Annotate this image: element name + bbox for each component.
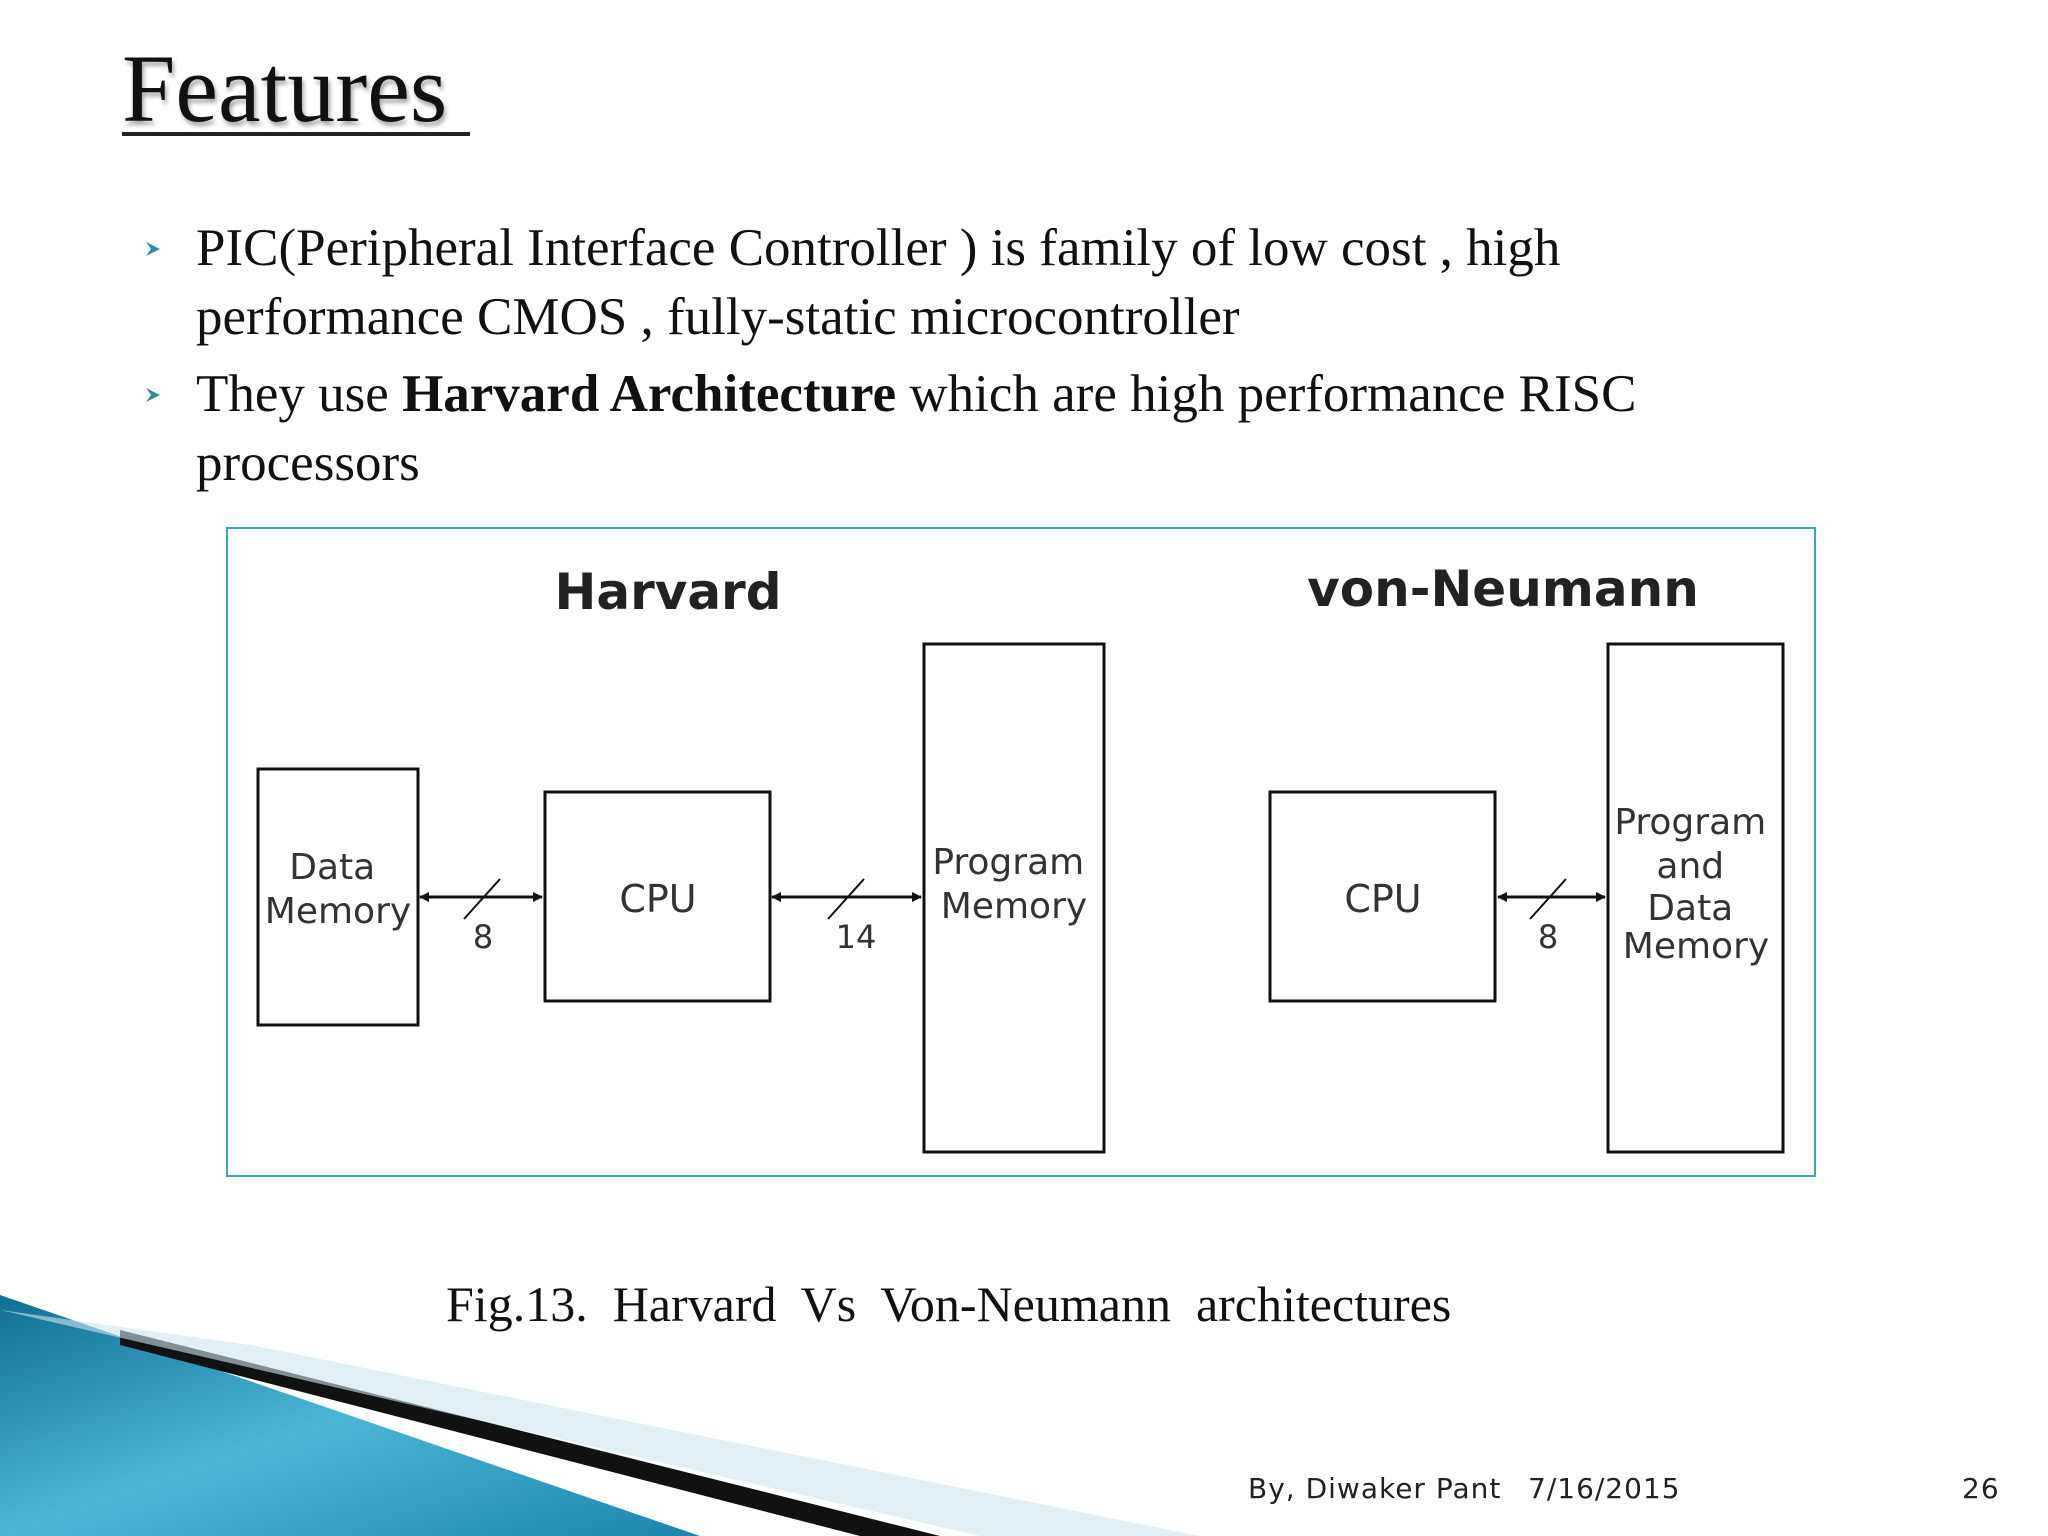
shared-bus-slash [1529, 878, 1567, 920]
bullet-item-2: They use Harvard Architecture which are … [140, 360, 1780, 498]
bullet-item-1: PIC(Peripheral Interface Controller ) is… [140, 214, 1780, 352]
slide-title: Features [122, 35, 448, 142]
shared-bus-width: 8 [1538, 918, 1558, 956]
bullet-list: PIC(Peripheral Interface Controller ) is… [140, 214, 1780, 506]
bullet-text-tail: which are high performance RISC processo… [196, 365, 1637, 492]
harvard-heading: Harvard [554, 563, 781, 621]
memory-label-line: and [1656, 846, 1724, 887]
title-underline [122, 132, 470, 136]
footer-date: 7/16/2015 [1528, 1472, 1681, 1505]
data-bus-width: 8 [473, 918, 493, 956]
architecture-figure: Harvard Data Memory CPU Program Memory 8… [226, 527, 1816, 1177]
bullet-text: PIC(Peripheral Interface Controller ) is… [196, 219, 1561, 346]
program-bus-slash [827, 878, 865, 920]
data-bus-slash [463, 878, 501, 920]
bullet-arrow-icon [146, 242, 160, 256]
memory-label-line: Data [1647, 888, 1733, 929]
memory-label-line: Program [1614, 802, 1766, 843]
bullet-text: They use [196, 365, 403, 423]
figure-caption: Fig.13. Harvard Vs Von-Neumann architect… [446, 1276, 1452, 1332]
von-neumann-cpu-label: CPU [1344, 877, 1421, 921]
bullet-bold-text: Harvard Architecture [402, 365, 897, 423]
von-neumann-cpu-box [1268, 790, 1497, 1003]
program-bus-width: 14 [836, 918, 877, 956]
program-memory-label: Program Memory [932, 842, 1095, 927]
data-memory-label-line: Memory [265, 891, 411, 932]
harvard-cpu-box [543, 790, 772, 1003]
data-memory-label-line: Data [289, 847, 375, 888]
slide-number: 26 [1962, 1472, 2000, 1505]
bullet-arrow-icon [146, 388, 160, 402]
von-neumann-heading: von-Neumann [1307, 560, 1699, 618]
architecture-diagram: Harvard Data Memory CPU Program Memory 8… [256, 560, 1785, 1154]
data-memory-label: Data Memory [265, 847, 411, 932]
memory-label-line: Memory [1623, 926, 1769, 967]
program-memory-label-line: Memory [941, 886, 1087, 927]
program-memory-box [922, 642, 1106, 1154]
program-data-memory-box [1606, 642, 1785, 1154]
footer-author: By, Diwaker Pant [1248, 1472, 1502, 1505]
data-memory-box [256, 767, 420, 1027]
harvard-cpu-label: CPU [619, 877, 696, 921]
program-data-memory-label: Program and Data Memory [1614, 802, 1777, 967]
program-memory-label-line: Program [932, 842, 1084, 883]
